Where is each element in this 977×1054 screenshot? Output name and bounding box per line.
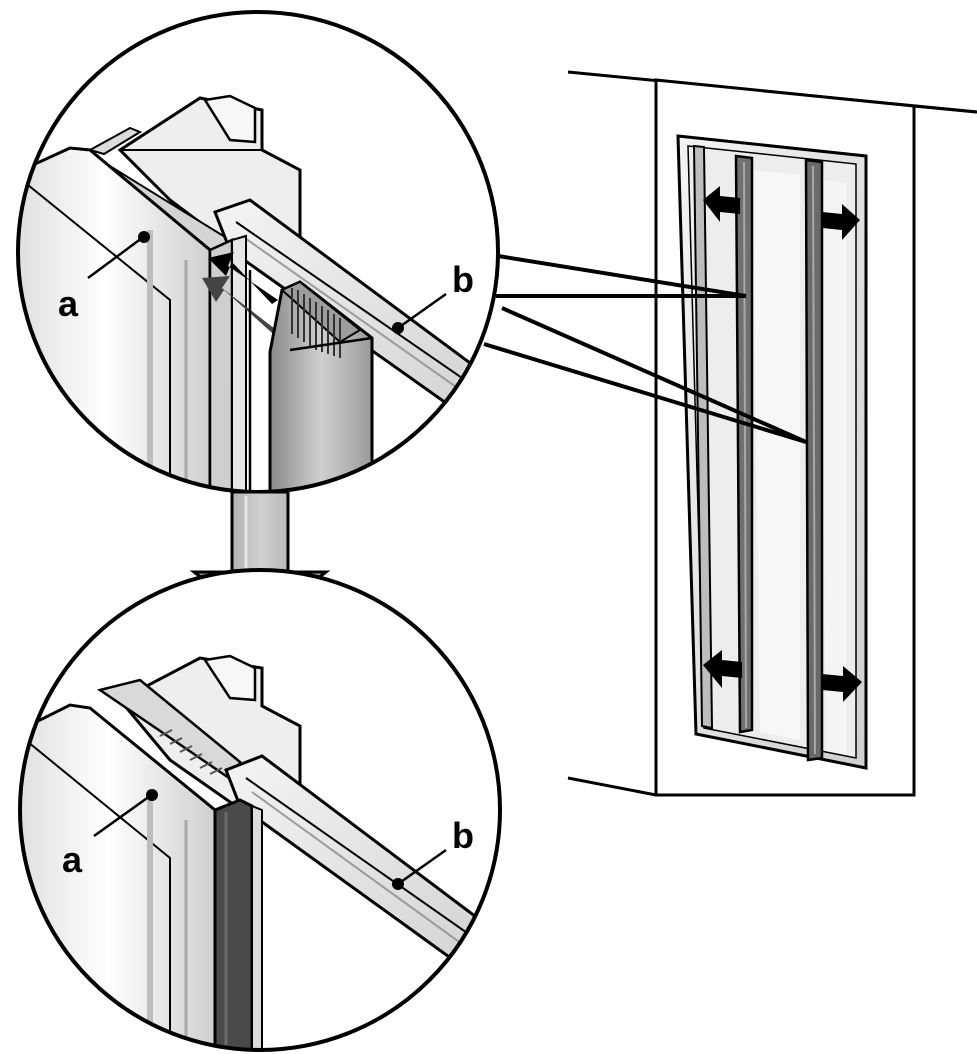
arrow-right-bottom (822, 666, 862, 702)
callout-lines (483, 254, 807, 444)
label-a-bottom: a (62, 839, 83, 880)
bottom-detail-circle: a b (18, 568, 502, 1052)
top-detail-circle: a b (16, 10, 500, 494)
label-b-bottom: b (452, 815, 474, 856)
strip-left (734, 154, 754, 734)
callout-b-top: b (392, 259, 474, 334)
strip-right (804, 158, 824, 762)
arrow-right-top (822, 204, 860, 240)
callout-a-top: a (58, 231, 150, 324)
label-a-top: a (58, 283, 79, 324)
label-b-top: b (452, 259, 474, 300)
arrow-left-top (703, 186, 740, 222)
arrow-left-bottom (703, 650, 742, 688)
callout-a-bottom: a (62, 789, 158, 880)
callout-b-bottom: b (392, 815, 474, 890)
